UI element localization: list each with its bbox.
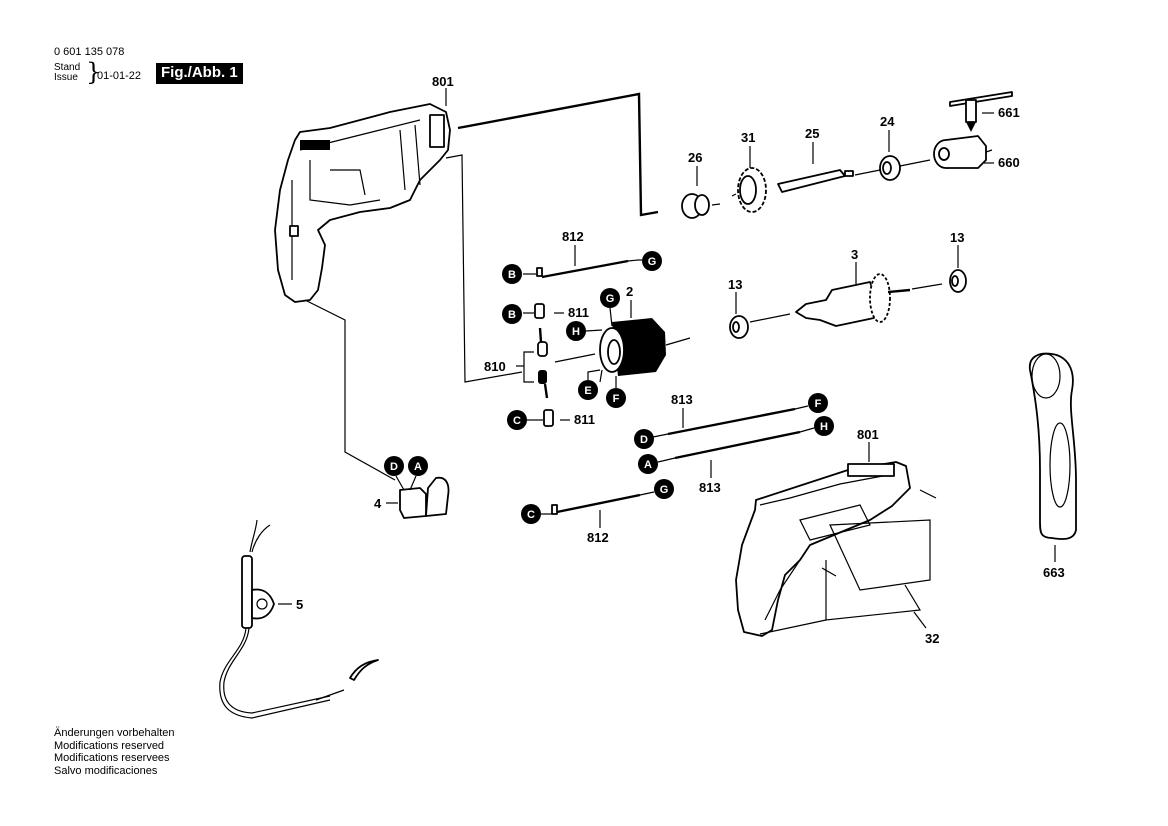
note-line: Modifications reserved <box>54 739 165 752</box>
part-label-801: 801 <box>432 74 454 89</box>
stand-issue-label: Stand Issue <box>54 63 80 83</box>
figure-label: Fig./Abb. 1 <box>156 63 243 84</box>
part-label-812-bottom: 812 <box>587 530 609 545</box>
part-label-801-right: 801 <box>857 427 879 442</box>
chuck-660[interactable] <box>933 135 993 169</box>
spindle-25[interactable] <box>777 169 881 193</box>
svg-text:A: A <box>414 461 422 473</box>
svg-text:F: F <box>815 398 822 410</box>
connector-h-cable-813-bottom: H <box>814 416 834 436</box>
handle-cover-32[interactable] <box>759 489 937 635</box>
svg-text:C: C <box>513 415 521 427</box>
housing-right-half[interactable] <box>735 461 911 637</box>
part-label-661: 661 <box>998 105 1020 120</box>
connector-g-cable-812-bottom: G <box>654 479 674 499</box>
cable-813-top[interactable] <box>652 405 809 438</box>
note-line: Änderungen vorbehalten <box>54 727 175 739</box>
part-label-663: 663 <box>1043 565 1065 580</box>
connector-c-cable-812-bottom: C <box>521 504 541 524</box>
bearing-24[interactable] <box>879 155 931 181</box>
part-label-811-top: 811 <box>568 305 589 320</box>
svg-text:G: G <box>660 484 669 496</box>
svg-text:G: G <box>648 256 657 268</box>
brush-holder-811-bottom[interactable] <box>527 409 554 427</box>
bearing-13-right[interactable] <box>949 269 967 293</box>
assembly-path-line <box>304 299 396 481</box>
armature-3[interactable] <box>795 273 943 327</box>
cable-812-bottom[interactable] <box>541 491 655 515</box>
cable-812-top[interactable] <box>523 259 639 279</box>
assembly-path-line <box>457 92 659 217</box>
gear-31[interactable] <box>731 167 767 213</box>
auxiliary-handle-663[interactable] <box>1028 352 1077 540</box>
issue-label: Issue <box>54 72 78 83</box>
connector-a-cable-813-bottom: A <box>638 454 658 474</box>
connector-f-cable-813-top: F <box>808 393 828 413</box>
part-label-660: 660 <box>998 155 1020 170</box>
leader-line <box>913 611 927 629</box>
part-label-13-left: 13 <box>728 277 742 292</box>
part-label-25: 25 <box>805 126 819 141</box>
svg-text:H: H <box>820 421 828 433</box>
connector-a-switch: A <box>408 456 428 476</box>
part-label-813-top: 813 <box>671 392 693 407</box>
svg-text:E: E <box>584 385 591 397</box>
housing-left-half[interactable] <box>274 103 451 303</box>
field-winding-2[interactable] <box>599 318 691 383</box>
svg-text:G: G <box>606 293 615 305</box>
brace-symbol: } <box>86 58 102 86</box>
connector-e-field: E <box>578 369 601 400</box>
part-label-26: 26 <box>688 150 702 165</box>
document-number: 0 601 135 078 <box>54 46 125 58</box>
part-label-811-bottom: 811 <box>574 412 595 427</box>
part-label-24: 24 <box>880 114 895 129</box>
note-line: Modifications reservees <box>54 752 170 764</box>
part-label-812-top: 812 <box>562 229 584 244</box>
switch-4[interactable] <box>395 475 450 519</box>
carbon-brushes-810[interactable] <box>516 327 596 399</box>
power-cord-5[interactable] <box>219 519 379 719</box>
connector-b-brush-holder-top: B <box>502 304 522 324</box>
svg-text:B: B <box>508 309 516 321</box>
svg-text:C: C <box>527 509 535 521</box>
part-label-5: 5 <box>296 597 303 612</box>
connector-c-brush-holder-bottom: C <box>507 410 527 430</box>
part-label-810: 810 <box>484 359 506 374</box>
connector-b-cable-812-top: B <box>502 264 522 284</box>
stand-label: Stand <box>54 62 81 73</box>
svg-text:D: D <box>640 434 648 446</box>
part-label-813-bottom: 813 <box>699 480 721 495</box>
bearing-13-left[interactable] <box>729 313 791 339</box>
connector-g-field: G <box>600 288 620 327</box>
bearing-flange-26[interactable] <box>681 193 721 219</box>
part-label-4: 4 <box>374 496 382 511</box>
part-label-31: 31 <box>741 130 755 145</box>
part-label-32: 32 <box>925 631 939 646</box>
part-label-2: 2 <box>626 284 633 299</box>
cable-813-bottom[interactable] <box>657 427 815 463</box>
connector-h-field: H <box>566 321 603 341</box>
connector-f-field: F <box>606 376 626 408</box>
note-line: Salvo modificaciones <box>54 764 158 777</box>
assembly-path-line <box>445 154 523 383</box>
connector-d-cable-813-top: D <box>634 429 654 449</box>
chuck-key-661[interactable] <box>949 91 1013 132</box>
modification-notes: Änderungen vorbehalten Modifications res… <box>54 727 174 777</box>
brush-holder-811-top[interactable] <box>523 303 545 319</box>
connector-d-switch: D <box>384 456 404 476</box>
svg-text:B: B <box>508 269 516 281</box>
svg-text:A: A <box>644 459 652 471</box>
connector-g-cable-812-top: G <box>638 251 662 271</box>
svg-text:F: F <box>613 393 620 405</box>
part-label-3: 3 <box>851 247 858 262</box>
svg-text:H: H <box>572 326 580 338</box>
svg-text:D: D <box>390 461 398 473</box>
part-label-13-right: 13 <box>950 230 964 245</box>
issue-date: 01-01-22 <box>97 70 142 82</box>
